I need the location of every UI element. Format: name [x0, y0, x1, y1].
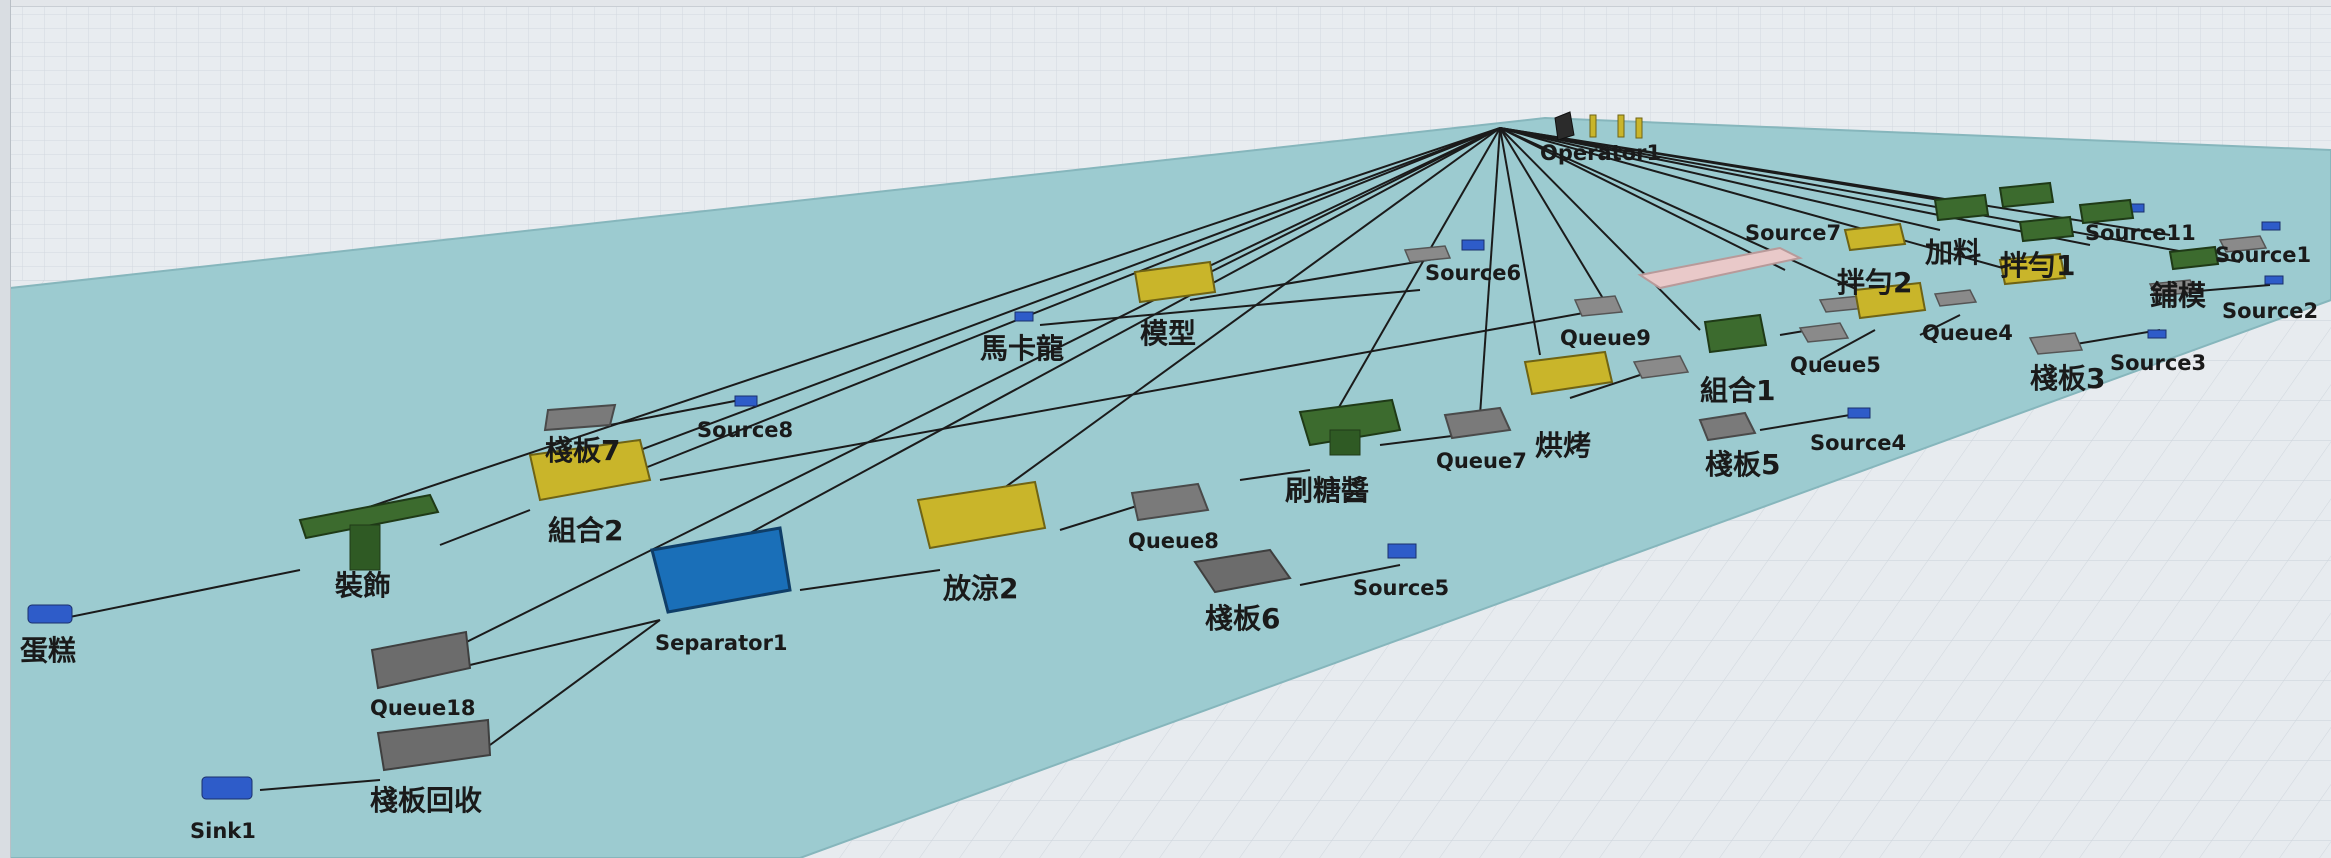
processor-icon[interactable]: [298, 493, 440, 571]
label-sink1: Sink1: [190, 819, 256, 843]
label-source2: Source2: [2222, 299, 2318, 323]
processor-icon[interactable]: [1133, 260, 1217, 304]
viewport-top-border: [0, 0, 2331, 7]
queue-icon[interactable]: [1193, 548, 1292, 594]
queue-icon[interactable]: [2218, 235, 2268, 253]
label-banyun1: 拌勻1: [2000, 249, 2075, 282]
queue-icon[interactable]: [1403, 245, 1452, 263]
label-source4: Source4: [1810, 431, 1906, 455]
source-icon[interactable]: [1014, 311, 1034, 322]
label-source11: Source11: [2085, 221, 2196, 245]
label-source7: Source7: [1745, 221, 1841, 245]
label-jialiao: 加料: [1925, 236, 1981, 269]
source-icon[interactable]: [2264, 275, 2284, 285]
label-hongkao: 烘烤: [1535, 429, 1591, 462]
processor-icon[interactable]: [1298, 398, 1402, 456]
conveyor: [1637, 246, 1803, 290]
label-queue5: Queue5: [1790, 353, 1881, 377]
label-zhanban6: 棧板6: [1205, 602, 1280, 635]
label-shuatangjiang: 刷糖醬: [1285, 474, 1369, 507]
viewport-left-border: [0, 0, 11, 858]
label-source3: Source3: [2110, 351, 2206, 375]
label-zhuangshi: 裝飾: [335, 569, 391, 602]
label-moxing: 模型: [1140, 317, 1196, 350]
separator-icon[interactable]: [650, 526, 792, 614]
queue-icon[interactable]: [1130, 482, 1210, 522]
label-source6: Source6: [1425, 261, 1521, 285]
queue-icon[interactable]: [1698, 411, 1757, 442]
label-zhanban3: 棧板3: [2030, 362, 2105, 395]
source-icon[interactable]: [1387, 543, 1417, 559]
queue-icon[interactable]: [1632, 355, 1690, 379]
queue-icon[interactable]: [1443, 406, 1512, 440]
processor-icon[interactable]: [1523, 350, 1614, 396]
label-operator1: Operator1: [1540, 141, 1661, 165]
processor-icon[interactable]: [1933, 193, 1990, 222]
queue-icon[interactable]: [1798, 322, 1850, 343]
processor-icon[interactable]: [2168, 245, 2220, 271]
processor-icon[interactable]: [528, 438, 652, 502]
connector-lines: [54, 127, 2271, 791]
queue-icon[interactable]: [543, 403, 617, 432]
source-icon[interactable]: [1461, 239, 1485, 251]
processor-icon[interactable]: [916, 480, 1047, 550]
queue-icon[interactable]: [1933, 289, 1978, 307]
label-fangliang2: 放涼2: [942, 572, 1018, 605]
queue-icon[interactable]: [1573, 295, 1624, 317]
processor-icon[interactable]: [1843, 222, 1907, 252]
label-separator1: Separator1: [655, 631, 788, 655]
processor-icon[interactable]: [1998, 181, 2055, 209]
processor-icon[interactable]: [2078, 198, 2135, 225]
label-source5: Source5: [1353, 576, 1449, 600]
label-banyun2: 拌勻2: [1837, 266, 1912, 299]
label-queue8: Queue8: [1128, 529, 1219, 553]
operator-icon[interactable]: [1554, 111, 1643, 141]
processor-icon[interactable]: [1853, 281, 1927, 320]
label-zhanban7: 棧板7: [545, 434, 620, 467]
sink-icon[interactable]: [201, 776, 253, 800]
source-icon[interactable]: [2261, 221, 2281, 231]
label-queue4: Queue4: [1922, 321, 2013, 345]
processor-icon[interactable]: [2018, 215, 2075, 243]
label-zuhe2: 組合2: [548, 514, 623, 547]
label-zuhe1: 組合1: [1700, 374, 1775, 407]
label-source8: Source8: [697, 418, 793, 442]
label-queue9: Queue9: [1560, 326, 1651, 350]
label-zhanbanhuishou: 棧板回收: [370, 784, 482, 817]
label-makalong: 馬卡龍: [980, 332, 1064, 365]
sink-icon[interactable]: [27, 604, 73, 624]
queue-icon[interactable]: [2148, 279, 2198, 297]
source-icon[interactable]: [734, 395, 758, 407]
label-queue18: Queue18: [370, 696, 475, 720]
processor-icon[interactable]: [1703, 313, 1768, 354]
label-zhanban5: 棧板5: [1705, 448, 1780, 481]
source-icon[interactable]: [2147, 329, 2167, 339]
label-queue7: Queue7: [1436, 449, 1527, 473]
processor-icon[interactable]: [1998, 252, 2067, 286]
queue-icon[interactable]: [376, 718, 492, 772]
source-icon[interactable]: [1847, 407, 1871, 419]
queue-icon[interactable]: [370, 630, 472, 690]
label-dangao: 蛋糕: [20, 634, 76, 667]
label-source1: Source1: [2215, 243, 2311, 267]
label-pumo: 鋪模: [2150, 279, 2207, 312]
queue-icon[interactable]: [2028, 332, 2084, 355]
